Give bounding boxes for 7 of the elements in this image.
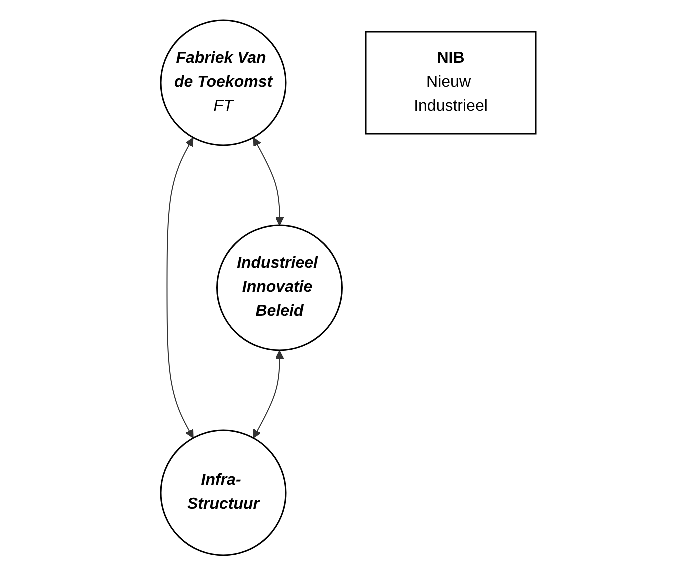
node-circle: Fabriek Van de Toekomst FT [160, 20, 287, 146]
arrow [253, 138, 284, 226]
arrow [253, 350, 284, 439]
node-box: NIB Nieuw Industrieel [365, 31, 537, 135]
node-circle: Industrieel Innovatie Beleid [216, 224, 343, 352]
arrow [166, 138, 194, 439]
node-circle: Infra- Structuur [160, 430, 287, 556]
